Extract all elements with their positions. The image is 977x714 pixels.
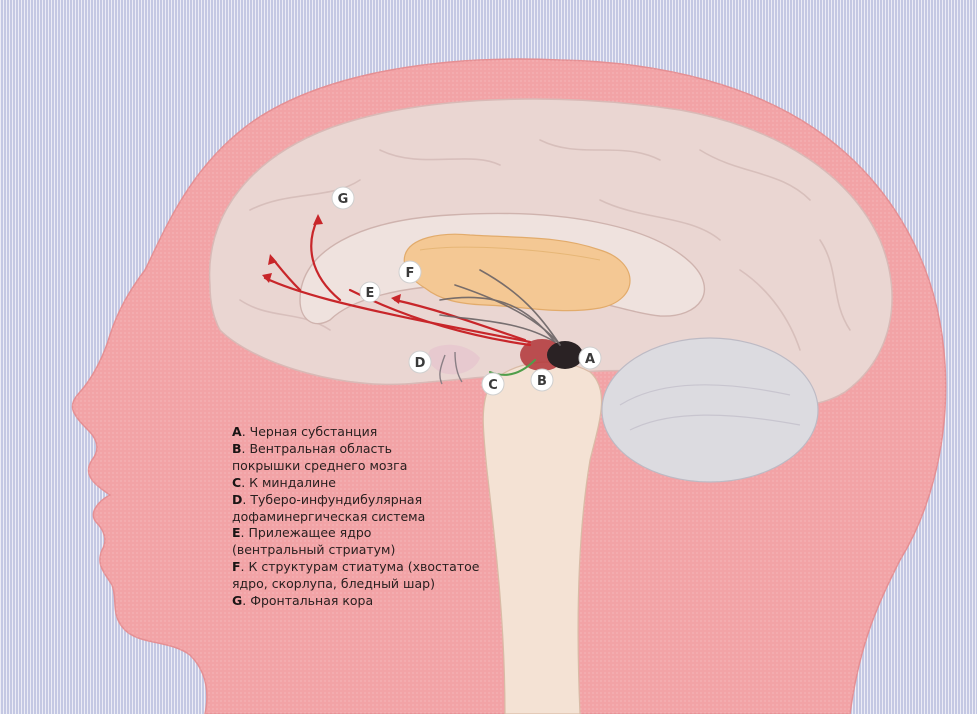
legend-text: . Фронтальная кора <box>242 593 373 608</box>
marker-c: C <box>482 373 504 395</box>
legend-letter: D <box>232 492 242 507</box>
marker-e: E <box>360 282 380 302</box>
legend-item-e: E. Прилежащее ядро (вентральный стриатум… <box>232 525 532 559</box>
marker-f: F <box>399 261 421 283</box>
legend-letter: G <box>232 593 242 608</box>
legend-item-f: F. К структурам стиатума (хвостатое ядро… <box>232 559 532 593</box>
legend-text: . Черная субстанция <box>242 424 378 439</box>
legend-item-g: G. Фронтальная кора <box>232 593 532 610</box>
marker-b-label: B <box>537 374 547 389</box>
marker-a-label: A <box>585 352 595 367</box>
legend-text: . Туберо-инфундибулярная дофаминергическ… <box>232 492 425 524</box>
marker-a: A <box>579 347 601 369</box>
legend-text: . Прилежащее ядро (вентральный стриатум) <box>232 525 395 557</box>
legend-letter: B <box>232 441 242 456</box>
legend-item-a: A. Черная субстанция <box>232 424 532 441</box>
marker-e-label: E <box>366 286 375 301</box>
legend: A. Черная субстанция B. Вентральная обла… <box>232 424 532 610</box>
marker-c-label: C <box>488 378 498 393</box>
legend-letter: E <box>232 525 241 540</box>
marker-g: G <box>332 187 354 209</box>
marker-d-label: D <box>415 356 426 371</box>
legend-text: . К структурам стиатума (хвостатое ядро,… <box>232 559 479 591</box>
marker-f-label: F <box>406 266 415 281</box>
legend-letter: F <box>232 559 241 574</box>
marker-b: B <box>531 369 553 391</box>
legend-text: . К миндалине <box>241 475 336 490</box>
marker-d: D <box>409 351 431 373</box>
marker-g-label: G <box>338 192 349 207</box>
legend-item-c: C. К миндалине <box>232 475 532 492</box>
legend-letter: C <box>232 475 241 490</box>
legend-item-d: D. Туберо-инфундибулярная дофаминергичес… <box>232 492 532 526</box>
legend-item-b: B. Вентральная область покрышки среднего… <box>232 441 532 475</box>
legend-text: . Вентральная область покрышки среднего … <box>232 441 407 473</box>
legend-letter: A <box>232 424 242 439</box>
